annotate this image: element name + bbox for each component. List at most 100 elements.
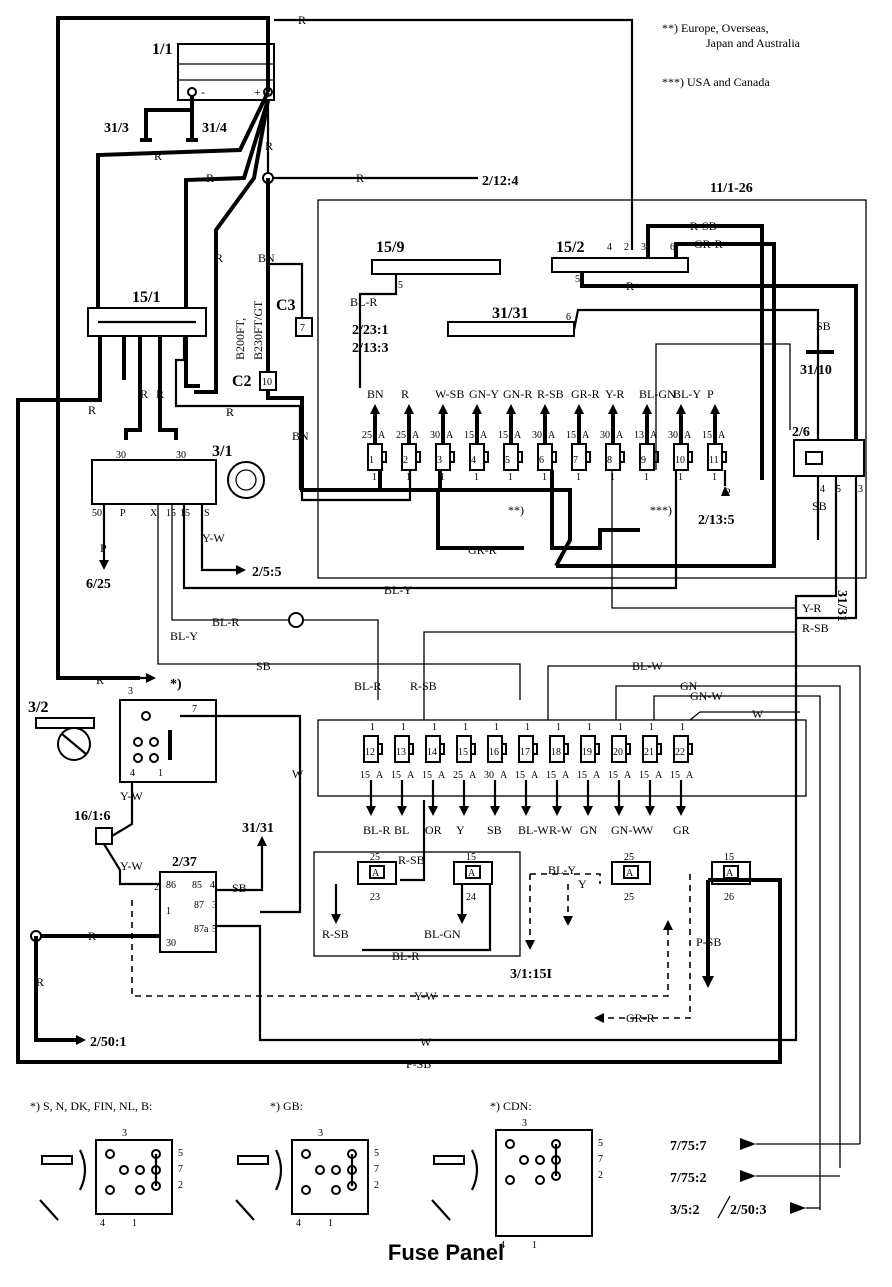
svg-text:GR-R: GR-R — [626, 1011, 655, 1025]
svg-text:1: 1 — [474, 472, 479, 483]
junction-15-1-label: 15/1 — [132, 289, 160, 306]
fuse-amp: 15 — [608, 770, 618, 781]
svg-text:BL-W: BL-W — [632, 659, 663, 673]
svg-text:Y-W: Y-W — [414, 989, 437, 1003]
svg-text:W: W — [292, 767, 304, 781]
svg-text:1: 1 — [556, 722, 561, 733]
ground-31-4: 31/4 — [202, 121, 227, 136]
svg-text:5: 5 — [836, 484, 841, 495]
bottom-fuse-number: 18 — [551, 747, 561, 758]
fuse-unit: A — [593, 770, 601, 781]
relay-2-6 — [793, 439, 865, 477]
top-fuse-8: 8 — [605, 443, 625, 471]
relay-fuse-unit: A — [726, 868, 734, 879]
top-fuse-number: 4 — [471, 455, 476, 466]
svg-text:BN: BN — [258, 251, 275, 265]
bus-15-2 — [551, 257, 689, 273]
svg-text:W: W — [752, 707, 764, 721]
svg-text:R: R — [206, 171, 214, 185]
bottom-fuse-15: 15 — [456, 735, 476, 763]
svg-text:7: 7 — [178, 1164, 183, 1175]
svg-text:3: 3 — [128, 686, 133, 697]
bottom-wire-label: R-W — [549, 823, 573, 837]
svg-text:P: P — [100, 541, 107, 555]
svg-text:1: 1 — [494, 722, 499, 733]
svg-text:7: 7 — [374, 1164, 379, 1175]
fuse-amp: 15 — [639, 770, 649, 781]
relay-fuse-number: 24 — [466, 892, 476, 903]
svg-text:2: 2 — [598, 1170, 603, 1181]
svg-text:50: 50 — [92, 508, 102, 519]
top-wire-label: BL-GN — [639, 387, 676, 401]
svg-text:R: R — [96, 673, 104, 687]
relay-2-37 — [159, 871, 217, 953]
svg-text:W: W — [420, 1035, 432, 1049]
svg-text:BL-Y: BL-Y — [170, 629, 198, 643]
bus-15-2-label: 15/2 — [556, 239, 584, 256]
svg-text:R: R — [140, 387, 148, 401]
fuse-amp: 30 — [668, 430, 678, 441]
top-fuse-number: 3 — [437, 455, 442, 466]
svg-text:3: 3 — [212, 900, 217, 911]
bottom-fuse-13: 13 — [394, 735, 414, 763]
inset-2-label: *) GB: — [270, 1099, 303, 1113]
fuse-unit: A — [655, 770, 663, 781]
fuse-unit: A — [582, 430, 590, 441]
svg-text:1: 1 — [370, 722, 375, 733]
page-title: Fuse Panel — [388, 1240, 504, 1265]
fuse-amp: 13 — [634, 430, 644, 441]
svg-text:P-SB: P-SB — [696, 935, 721, 949]
svg-text:1: 1 — [649, 722, 654, 733]
fuse-amp: 30 — [484, 770, 494, 781]
bus-15-9 — [371, 259, 501, 275]
svg-text:4: 4 — [130, 768, 135, 779]
svg-text:1: 1 — [587, 722, 592, 733]
svg-text:4: 4 — [500, 1240, 505, 1251]
bottom-fuse-14: 14 — [425, 735, 445, 763]
svg-text:R-SB: R-SB — [322, 927, 349, 941]
svg-text:1: 1 — [576, 472, 581, 483]
svg-text:87: 87 — [194, 900, 204, 911]
relay-2-6-label: 2/6 — [792, 425, 810, 440]
svg-text:Y-W: Y-W — [120, 789, 143, 803]
svg-text:BL-Y: BL-Y — [548, 863, 576, 877]
top-fuse-number: 9 — [641, 455, 646, 466]
svg-text:-: - — [201, 85, 205, 99]
fuse-unit: A — [446, 430, 454, 441]
svg-text:SB: SB — [232, 881, 247, 895]
fuse-amp: 25 — [362, 430, 372, 441]
svg-text:Y-W: Y-W — [120, 859, 143, 873]
top-fuse-11: 11 — [707, 443, 727, 471]
top-wire-label: W-SB — [435, 387, 464, 401]
relay-fuse-unit: A — [626, 868, 634, 879]
top-fuse-7: 7 — [571, 443, 591, 471]
svg-text:3: 3 — [522, 1118, 527, 1129]
conn-3-1-15i: 3/1:15I — [510, 967, 552, 982]
bottom-fuse-number: 12 — [365, 747, 375, 758]
fuse-unit: A — [500, 770, 508, 781]
fuse-amp: 15 — [391, 770, 401, 781]
ignition-lock — [227, 461, 265, 499]
svg-text:R: R — [36, 975, 44, 989]
bottom-fuse-number: 22 — [675, 747, 685, 758]
fuse-amp: 15 — [670, 770, 680, 781]
note-usa: ***) USA and Canada — [662, 75, 770, 89]
fuse-amp: 15 — [515, 770, 525, 781]
svg-text:7: 7 — [598, 1154, 603, 1165]
bottom-fuse-22: 22 — [673, 735, 693, 763]
top-wire-label: GR-R — [571, 387, 600, 401]
top-fuse-1: 1 — [367, 443, 387, 471]
svg-text:4: 4 — [100, 1218, 105, 1229]
svg-text:GN: GN — [680, 679, 698, 693]
fuse-unit: A — [412, 430, 420, 441]
fuse-amp: 30 — [532, 430, 542, 441]
ground-31-3: 31/3 — [104, 121, 129, 136]
conn-6-25: 6/25 — [86, 577, 111, 592]
fuse-unit: A — [548, 430, 556, 441]
top-wire-label: P — [707, 387, 714, 401]
bottom-wire-label: BL-R — [363, 823, 390, 837]
svg-text:**): **) — [508, 503, 524, 517]
bottom-wire-label: W — [642, 823, 654, 837]
connector-c3 — [295, 317, 313, 337]
svg-text:3: 3 — [318, 1128, 323, 1139]
